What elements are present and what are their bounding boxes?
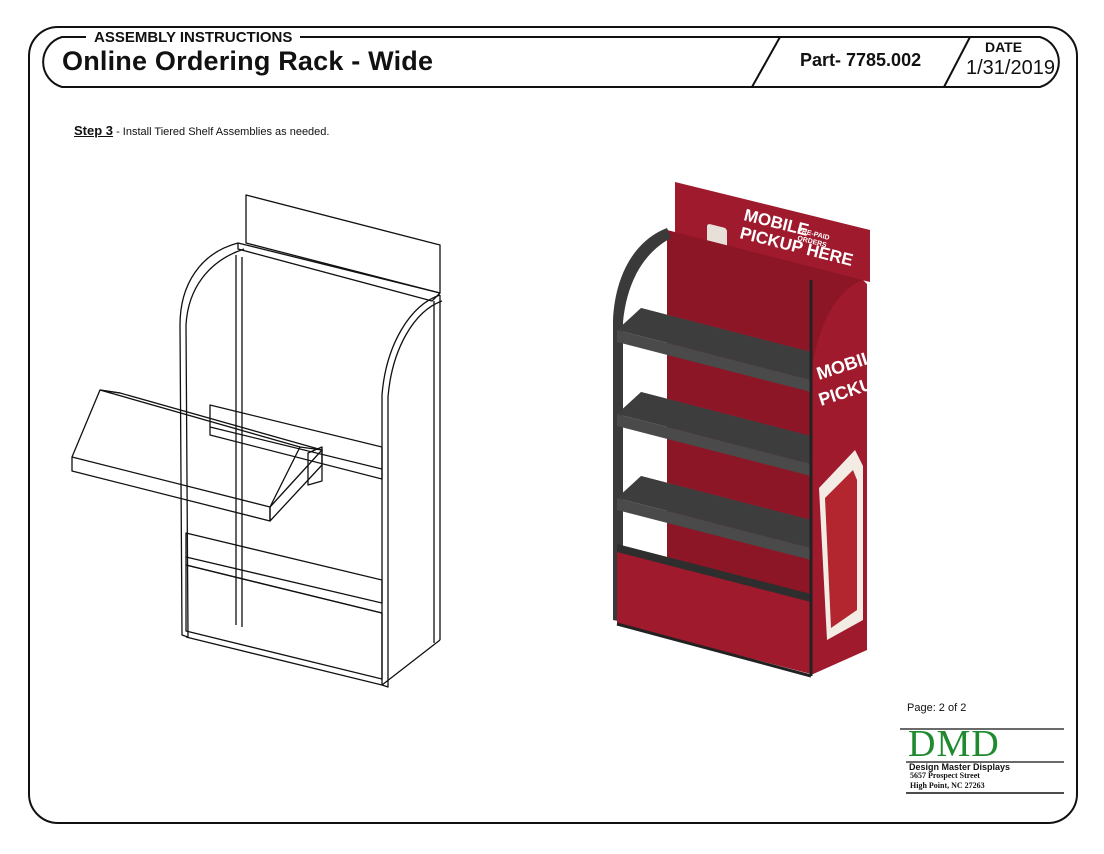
company-name: Design Master Displays	[909, 762, 1011, 772]
address-line-2: High Point, NC 27263	[910, 781, 985, 790]
rack-line-drawing	[71, 194, 443, 688]
part-number: Part- 7785.002	[800, 50, 922, 70]
step-instruction: Step 3 - Install Tiered Shelf Assemblies…	[74, 123, 329, 138]
date-label: DATE	[985, 39, 1023, 55]
header-sign	[675, 182, 870, 282]
date-value: 1/31/2019	[966, 57, 1055, 79]
step-label: Step 3	[74, 123, 114, 138]
dmd-logo: DMD	[908, 723, 1000, 765]
rack-rendering: MOBILE PRE-PAID ORDERS PICKUP HERE MOBIL…	[613, 182, 880, 678]
document-type: ASSEMBLY INSTRUCTIONS	[86, 29, 301, 46]
page-title: Online Ordering Rack - Wide	[62, 46, 434, 76]
address-line-1: 5657 Prospect Street	[910, 771, 980, 780]
page-number: Page: 2 of 2	[907, 702, 967, 714]
step-text: - Install Tiered Shelf Assemblies as nee…	[113, 126, 330, 138]
title-block-lines	[900, 728, 1064, 794]
header-box	[42, 36, 1060, 88]
page-frame	[28, 26, 1078, 824]
